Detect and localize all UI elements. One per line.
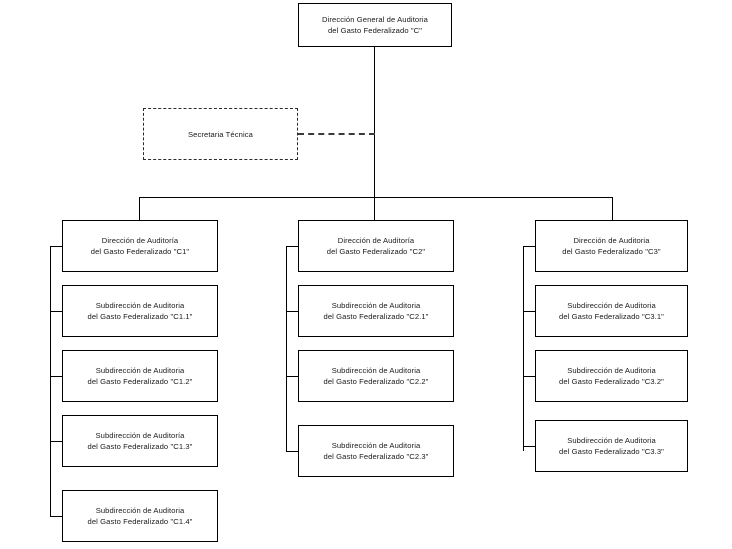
node-label: Subdirección de Auditoria del Gasto Fede…	[323, 301, 429, 321]
node-label: Subdirección de Auditoria del Gasto Fede…	[559, 436, 664, 456]
node-subdireccion-c3-3[interactable]: Subdirección de Auditoria del Gasto Fede…	[535, 420, 688, 472]
connector-stub-c3-3	[523, 446, 535, 447]
connector-distribution-bar	[139, 197, 613, 198]
node-label: Dirección de Auditoría del Gasto Federal…	[326, 236, 426, 256]
node-direccion-c3[interactable]: Dirección de Auditoria del Gasto Federal…	[535, 220, 688, 272]
node-subdireccion-c1-3[interactable]: Subdirección de Auditoría del Gasto Fede…	[62, 415, 218, 467]
node-label: Subdirección de Auditoria del Gasto Fede…	[87, 301, 193, 321]
node-subdireccion-c1-4[interactable]: Subdirección de Auditoria del Gasto Fede…	[62, 490, 218, 542]
connector-root-stem	[374, 47, 375, 198]
connector-stub-c2-1	[286, 311, 298, 312]
connector-stub-c2-2	[286, 376, 298, 377]
connector-spine-c1	[50, 246, 51, 516]
connector-staff-dashed-link	[298, 133, 375, 135]
connector-stub-c1-2	[50, 376, 62, 377]
connector-drop-c3	[612, 197, 613, 220]
node-direccion-c1[interactable]: Dirección de Auditoría del Gasto Federal…	[62, 220, 218, 272]
node-subdireccion-c3-1[interactable]: Subdirección de Auditoria del Gasto Fede…	[535, 285, 688, 337]
node-subdireccion-c3-2[interactable]: Subdirección de Auditoria del Gasto Fede…	[535, 350, 688, 402]
connector-spine-c3	[523, 246, 524, 451]
node-subdireccion-c2-2[interactable]: Subdirección de Auditoria del Gasto Fede…	[298, 350, 454, 402]
node-direccion-c2[interactable]: Dirección de Auditoría del Gasto Federal…	[298, 220, 454, 272]
connector-stub-c2-head	[286, 246, 298, 247]
connector-stub-c1-4	[50, 516, 62, 517]
node-label: Dirección General de Auditoria del Gasto…	[322, 15, 428, 35]
node-subdireccion-c2-1[interactable]: Subdirección de Auditoria del Gasto Fede…	[298, 285, 454, 337]
connector-drop-c2	[374, 197, 375, 220]
connector-drop-c1	[139, 197, 140, 220]
node-label: Subdirección de Auditoría del Gasto Fede…	[87, 431, 193, 451]
node-label: Dirección de Auditoria del Gasto Federal…	[562, 236, 661, 256]
node-label: Subdirección de Auditoria del Gasto Fede…	[87, 506, 193, 526]
connector-stub-c1-3	[50, 441, 62, 442]
node-label: Subdirección de Auditoria del Gasto Fede…	[87, 366, 193, 386]
node-label: Subdirección de Auditoria del Gasto Fede…	[323, 366, 429, 386]
node-secretaria-tecnica[interactable]: Secretaria Técnica	[143, 108, 298, 160]
connector-stub-c2-3	[286, 451, 298, 452]
connector-stub-c1-1	[50, 311, 62, 312]
node-direccion-general-c[interactable]: Dirección General de Auditoria del Gasto…	[298, 3, 452, 47]
node-label: Subdirección de Auditoria del Gasto Fede…	[559, 366, 664, 386]
node-subdireccion-c2-3[interactable]: Subdirección de Auditoria del Gasto Fede…	[298, 425, 454, 477]
connector-stub-c3-2	[523, 376, 535, 377]
connector-stub-c3-head	[523, 246, 535, 247]
node-subdireccion-c1-2[interactable]: Subdirección de Auditoria del Gasto Fede…	[62, 350, 218, 402]
node-label: Subdirección de Auditoria del Gasto Fede…	[559, 301, 664, 321]
connector-spine-c2	[286, 246, 287, 451]
node-subdireccion-c1-1[interactable]: Subdirección de Auditoria del Gasto Fede…	[62, 285, 218, 337]
node-label: Secretaria Técnica	[188, 129, 253, 139]
connector-stub-c3-1	[523, 311, 535, 312]
node-label: Dirección de Auditoría del Gasto Federal…	[90, 236, 190, 256]
connector-stub-c1-head	[50, 246, 62, 247]
node-label: Subdirección de Auditoria del Gasto Fede…	[323, 441, 429, 461]
